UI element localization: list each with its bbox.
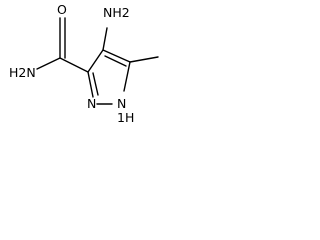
structure-canvas: O H2N NH2 N N 1H [9, 2, 159, 124]
bond-c4-amino [102, 27, 108, 51]
bond-c5-n1 [123, 61, 131, 92]
bond-c3-carbonyl [59, 57, 89, 73]
atom-label-ring-n1: N [117, 96, 126, 111]
bond-n2-c3-inner [92, 72, 99, 96]
bond-c3-c4 [87, 49, 104, 73]
atom-label-amide-nh2: H2N [9, 65, 36, 80]
atom-label-ring-n1-h: 1H [117, 110, 134, 124]
atom-label-amino-nh2: NH2 [103, 5, 130, 20]
bond-c5-methyl [129, 56, 159, 63]
atom-labels: O H2N NH2 N N 1H [9, 2, 134, 124]
bonds [36, 17, 159, 105]
molecule-diagram: O H2N NH2 N N 1H [0, 0, 198, 124]
bond-c4-c5 [102, 49, 131, 63]
atom-label-ring-n2: N [87, 96, 96, 111]
atom-label-oxygen: O [57, 2, 67, 17]
bond-n2-c3 [87, 71, 94, 98]
bond-c4-c5-inner [104, 55, 127, 67]
bond-carbonyl-amide-n [36, 57, 61, 70]
